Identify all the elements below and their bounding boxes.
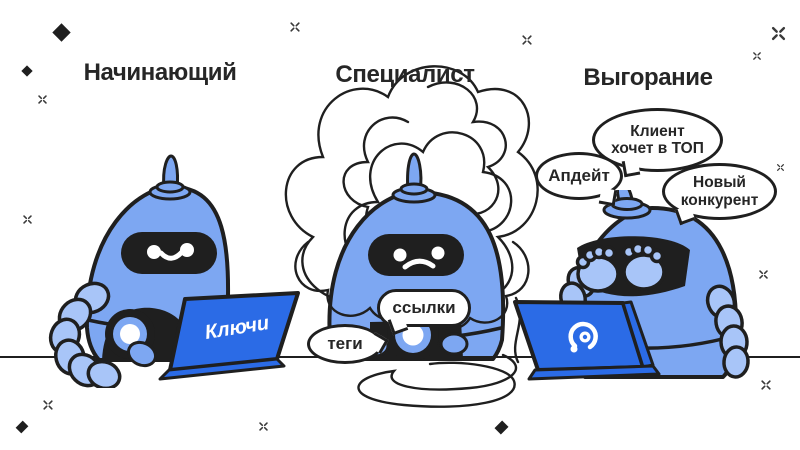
sparkle-icon — [777, 164, 784, 171]
bubble-tail — [621, 158, 641, 178]
robot-happy-face — [121, 232, 217, 274]
segmented-arm-right — [705, 284, 750, 379]
sparkle-icon — [23, 215, 32, 224]
desk-line — [0, 356, 800, 358]
sparkle-icon — [38, 95, 47, 104]
robot-hand — [126, 340, 158, 368]
laptop-burnout — [513, 300, 661, 381]
diamond-icon — [15, 420, 29, 434]
sparkle-icon — [771, 26, 786, 41]
diamond-icon — [494, 420, 509, 435]
sparkle-icon — [761, 380, 771, 390]
loop-scribble — [357, 353, 518, 408]
speech-bubble-links: ссылки — [377, 289, 471, 336]
sparkle-icon — [522, 35, 532, 45]
robot-hand — [439, 332, 469, 356]
segmented-arm — [48, 281, 122, 388]
robot-beginner-illustration — [48, 154, 300, 388]
speech-bubble-client: Клиент хочет в ТОП — [592, 108, 723, 178]
sparkle-icon — [259, 422, 268, 431]
antenna-cap — [610, 197, 644, 211]
section-title-burnout: Выгорание — [583, 64, 713, 91]
sparkle-icon — [753, 52, 761, 60]
robot-fists-on-head — [575, 241, 666, 293]
sparkle-icon — [43, 400, 53, 410]
diamond-icon — [52, 23, 71, 42]
sparkle-icon — [759, 270, 768, 279]
speech-bubble-tags: теги — [307, 324, 389, 364]
section-title-specialist: Специалист — [335, 61, 475, 88]
sparkle-icon — [290, 22, 300, 32]
robot-burnout-illustration — [513, 190, 750, 381]
robot-sad-face — [368, 234, 464, 276]
bubble-tail — [598, 187, 618, 207]
antenna-cap — [399, 182, 429, 196]
swirl-logo-icon — [568, 321, 598, 353]
section-title-beginner: Начинающий — [83, 59, 237, 86]
laptop-beginner — [158, 291, 300, 381]
speech-bubble-competitor: Новый конкурент — [662, 163, 777, 226]
speech-bubble-update: Апдейт — [535, 152, 623, 207]
antenna-cap — [155, 180, 185, 194]
diamond-icon — [21, 65, 33, 77]
